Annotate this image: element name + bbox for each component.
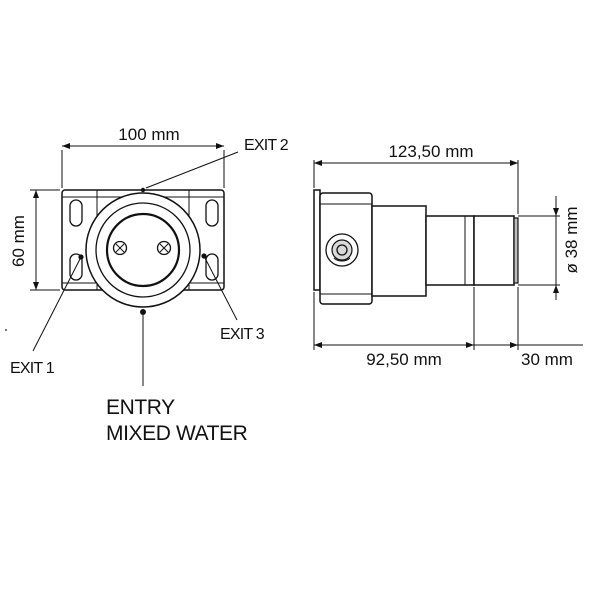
mounting-slot-bottom-right [205, 253, 219, 281]
entry-port [140, 309, 146, 315]
exit-2-port [140, 187, 146, 193]
exit-2-label: EXIT 2 [244, 137, 289, 154]
exit-3-label: EXIT 3 [220, 326, 265, 343]
exit-1-port [78, 254, 84, 260]
side-tail-end [513, 217, 519, 284]
side-housing [371, 205, 427, 297]
exit-1-label: EXIT 1 [10, 360, 55, 377]
side-flange [313, 189, 321, 291]
overall-length-label: 123,50 mm [388, 142, 473, 161]
side-threaded-tail [473, 215, 515, 286]
side-cartridge [425, 215, 475, 286]
exit-1-leader [32, 258, 81, 352]
side-view: 123,50 mm 92,50 mm 30 mm ø 38 mm [313, 142, 583, 369]
entry-label: ENTRY [106, 396, 175, 419]
stray-mark [5, 329, 7, 331]
width-dimension-label: 100 mm [118, 125, 179, 144]
mounting-slot-bottom-left [69, 253, 83, 281]
screw-left [112, 240, 128, 256]
valve-body-inner [105, 212, 181, 288]
exit-2-leader [145, 151, 239, 189]
valve-body-outer [85, 192, 201, 308]
exit-3-leader [204, 257, 238, 321]
side-outlet-port [325, 233, 359, 267]
front-view: 100 mm 60 mm EXIT 2 EXIT 1 EXIT 3 ENTRY … [9, 125, 290, 445]
exit-3-port [201, 253, 207, 259]
mixed-water-label: MIXED WATER [106, 422, 248, 445]
body-length-label: 92,50 mm [366, 350, 442, 369]
height-dimension-label: 60 mm [9, 215, 28, 267]
tail-length-label: 30 mm [521, 350, 573, 369]
mounting-slot-top-left [69, 199, 83, 227]
mounting-slot-top-right [205, 199, 219, 227]
diameter-label: ø 38 mm [562, 206, 581, 273]
screw-right [156, 240, 172, 256]
